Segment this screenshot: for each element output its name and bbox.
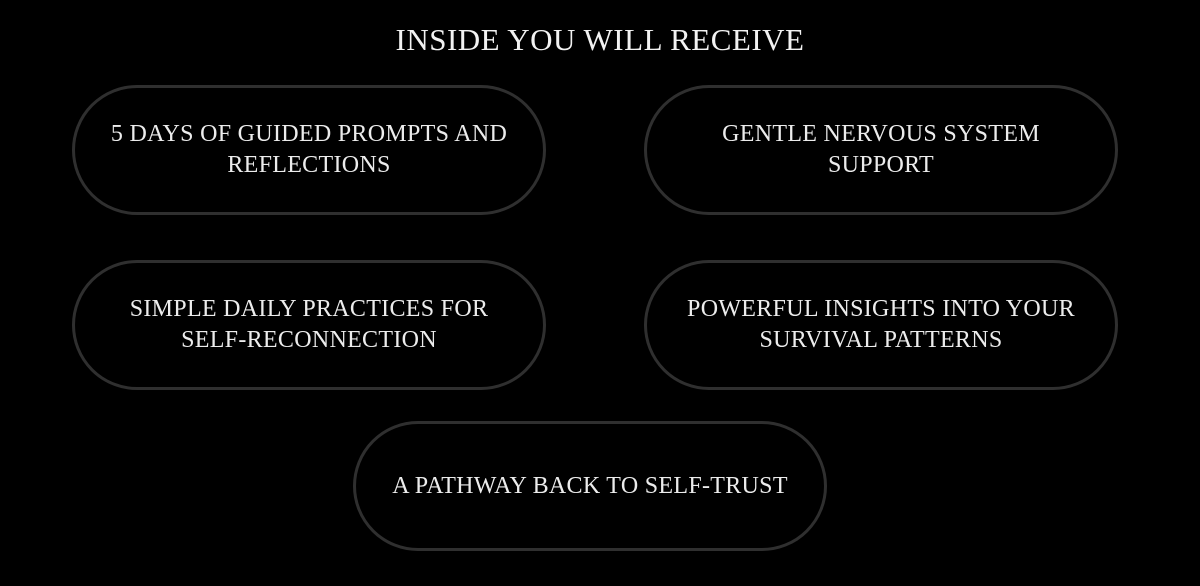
section-heading: INSIDE YOU WILL RECEIVE (395, 22, 805, 57)
benefit-text: A PATHWAY BACK TO SELF-TRUST (392, 472, 788, 499)
benefit-pill-nervous-system: GENTLE NERVOUS SYSTEM SUPPORT (644, 85, 1118, 215)
benefit-text: POWERFUL INSIGHTS INTO YOUR SURVIVAL PAT… (687, 296, 1075, 353)
benefit-pill-survival-patterns: POWERFUL INSIGHTS INTO YOUR SURVIVAL PAT… (644, 260, 1118, 390)
benefit-pill-guided-prompts: 5 DAYS OF GUIDED PROMPTS AND REFLECTIONS (72, 85, 546, 215)
benefit-text: 5 DAYS OF GUIDED PROMPTS AND REFLECTIONS (110, 121, 508, 178)
benefit-text: SIMPLE DAILY PRACTICES FOR SELF-RECONNEC… (129, 296, 489, 353)
benefit-text: GENTLE NERVOUS SYSTEM SUPPORT (722, 121, 1040, 178)
benefit-pill-self-trust: A PATHWAY BACK TO SELF-TRUST (353, 421, 827, 551)
benefit-pill-daily-practices: SIMPLE DAILY PRACTICES FOR SELF-RECONNEC… (72, 260, 546, 390)
